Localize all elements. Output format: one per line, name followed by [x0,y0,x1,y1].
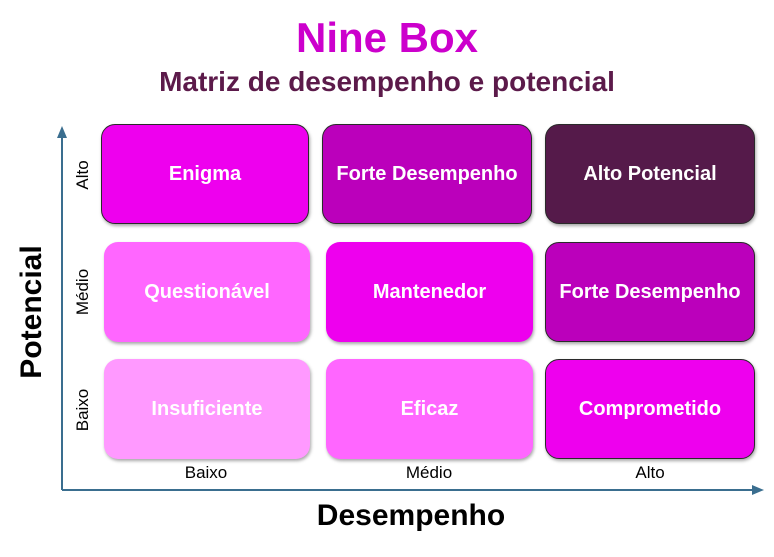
box-forte-desempenho-mid: Forte Desempenho [545,242,755,342]
x-tick-alto: Alto [635,463,665,482]
y-tick-medio: Médio [73,268,92,316]
y-tick-baixo: Baixo [73,388,92,432]
box-comprometido: Comprometido [545,359,755,459]
y-axis-arrow [57,126,67,138]
box-label: Forte Desempenho [559,281,741,303]
y-tick-alto: Alto [73,160,92,190]
box-forte-desempenho-top: Forte Desempenho [322,124,532,224]
box-label: Alto Potencial [583,163,717,185]
box-label: Enigma [168,163,242,185]
x-tick-baixo: Baixo [184,463,228,482]
box-label: Insuficiente [151,398,263,420]
box-enigma: Enigma [101,124,309,224]
box-alto-potencial: Alto Potencial [545,124,755,224]
box-label: Forte Desempenho [336,163,518,185]
box-label: Questionável [144,281,270,303]
x-tick-medio: Médio [405,463,453,482]
x-axis-arrow [752,485,764,495]
x-axis-label: Desempenho [316,499,506,532]
box-insuficiente: Insuficiente [104,359,310,459]
box-label: Eficaz [400,398,459,420]
page-subtitle: Matriz de desempenho e potencial [159,66,615,97]
box-label: Mantenedor [372,281,487,303]
box-mantenedor: Mantenedor [326,242,533,342]
box-label: Comprometido [578,398,722,420]
box-questionavel: Questionável [104,242,310,342]
box-eficaz: Eficaz [326,359,533,459]
page-title: Nine Box [295,14,479,61]
y-axis-label: Potencial [15,245,48,379]
